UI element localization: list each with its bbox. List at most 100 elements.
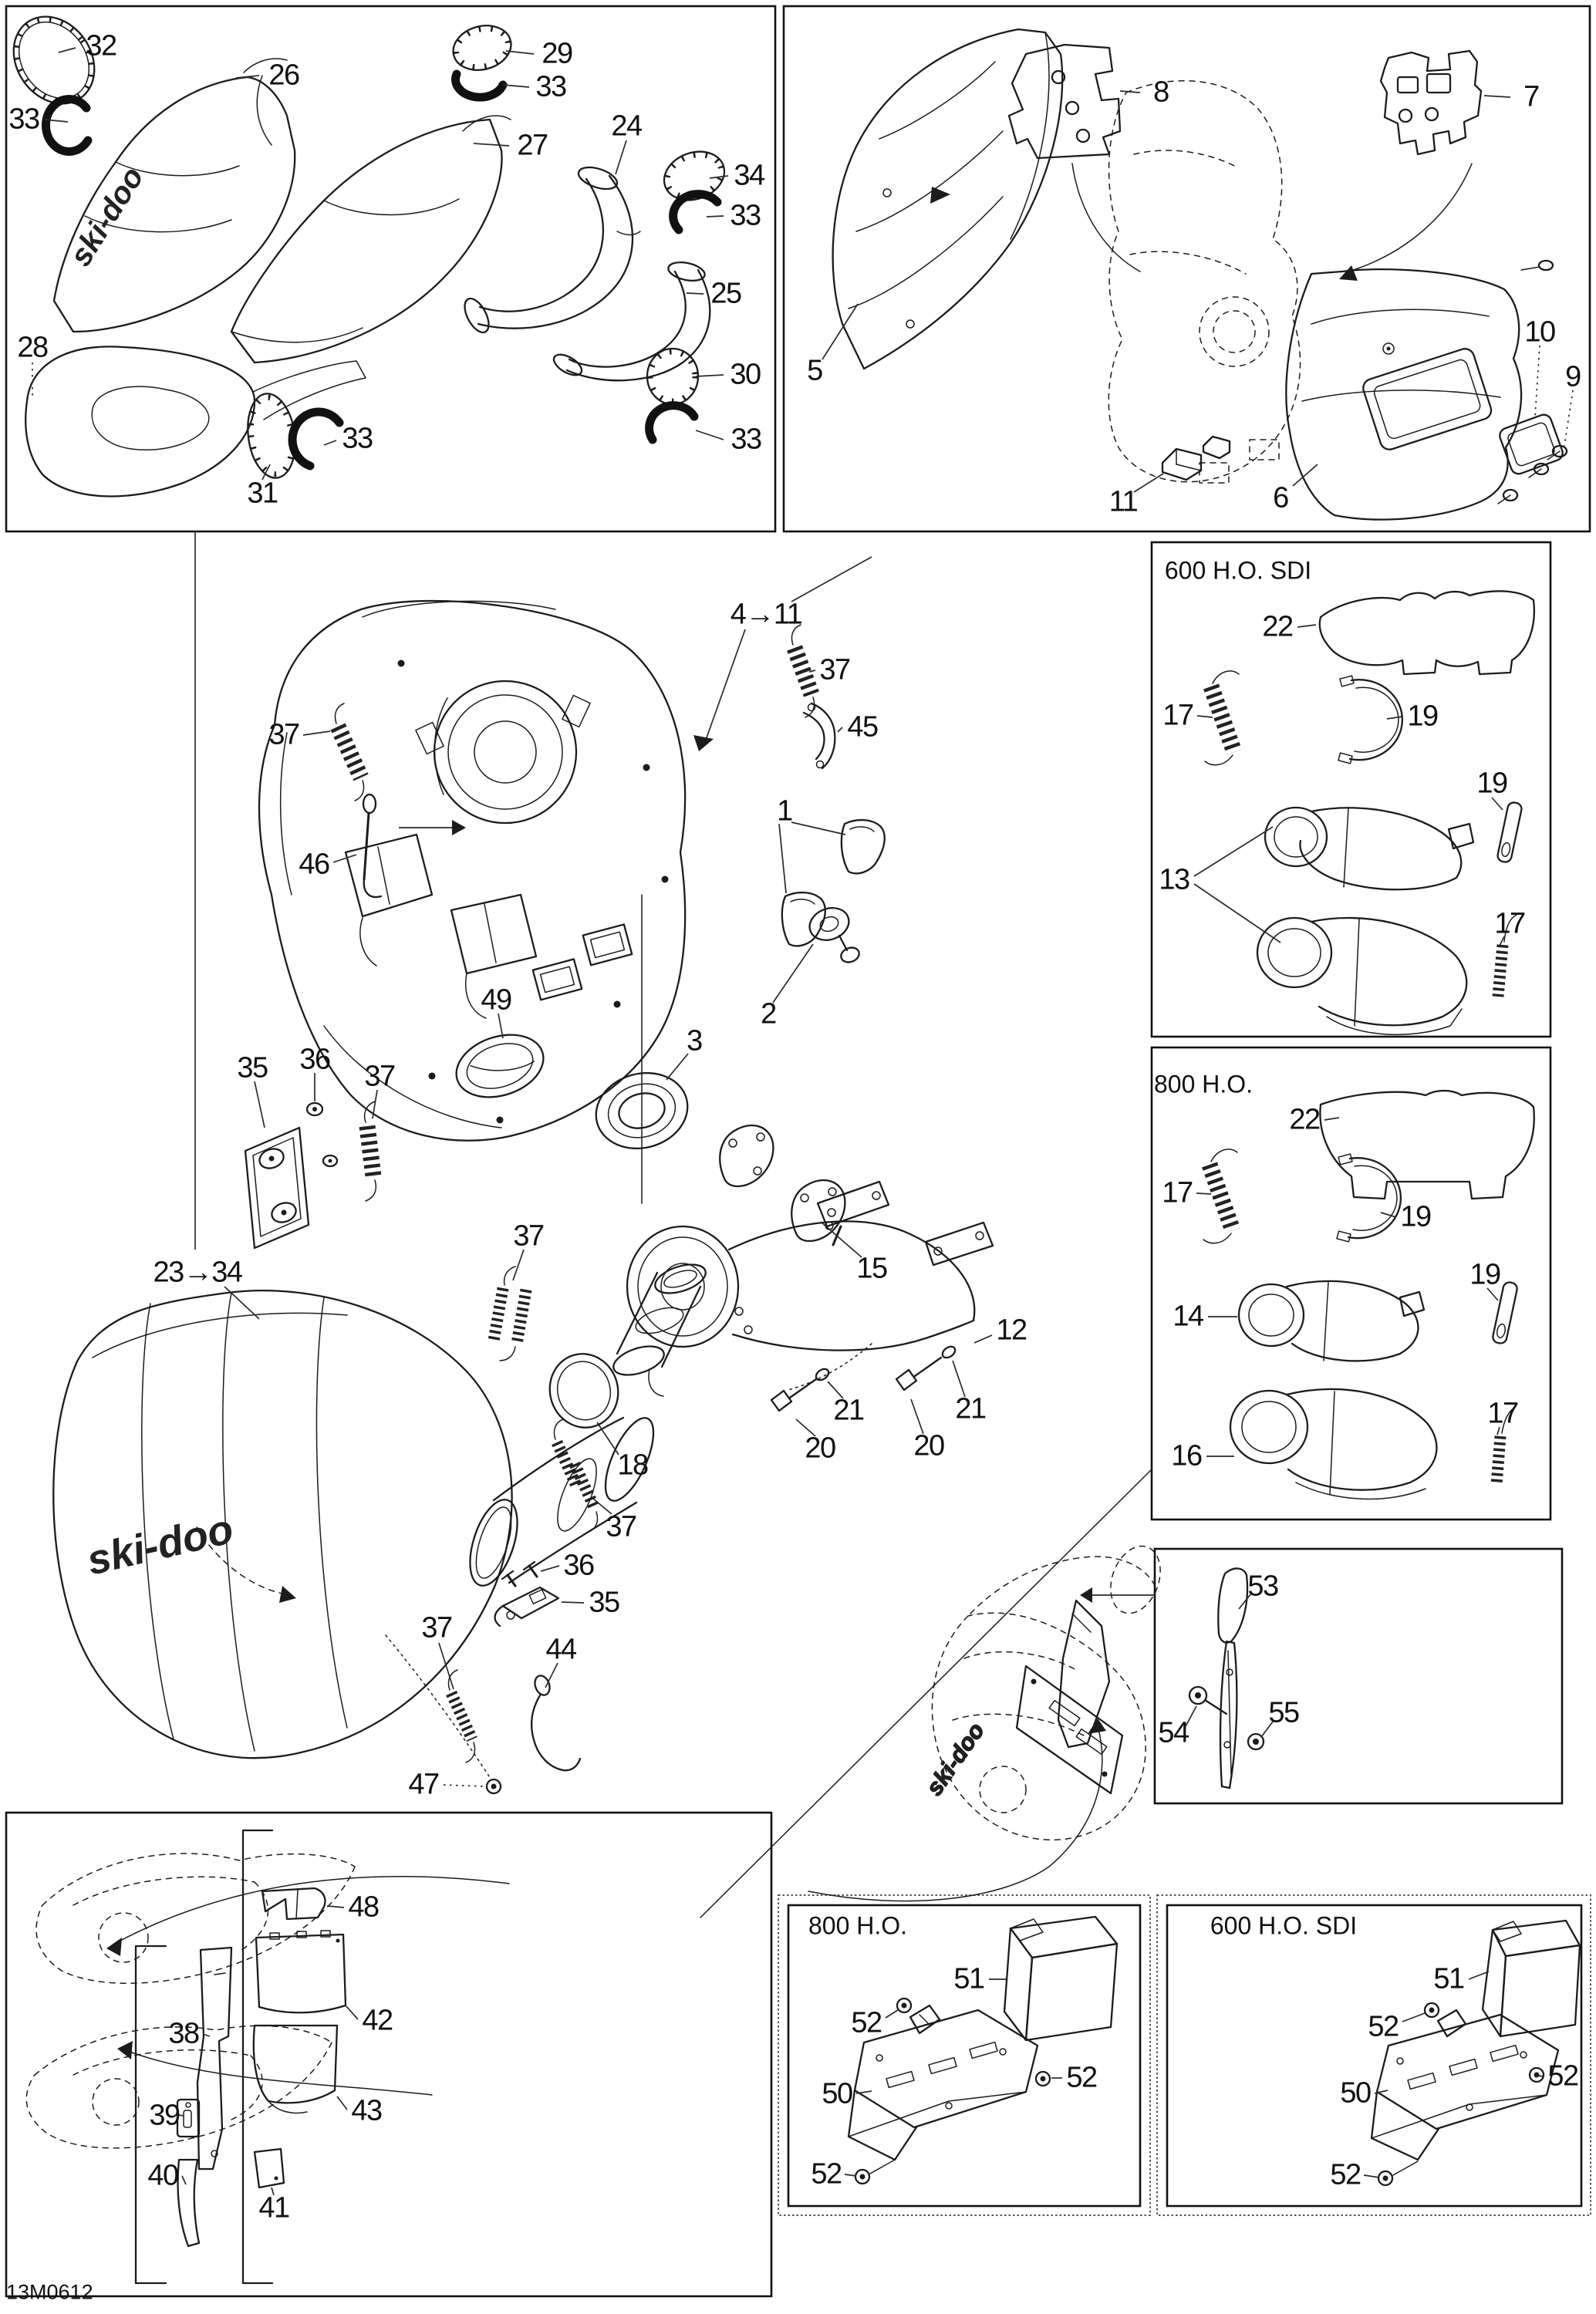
spring-37-drawing (359, 1101, 382, 1202)
side-panel-5-drawing (832, 28, 1064, 370)
part-label-13: 13 (1159, 863, 1190, 896)
hanger-hook-44-drawing (531, 1675, 582, 1772)
nut-52-drawing (1034, 2070, 1051, 2087)
spring-37-drawing (787, 624, 819, 718)
part-label-5: 5 (807, 354, 823, 387)
part-label-20: 20 (913, 1429, 945, 1462)
deflector-53-drawing (1217, 1567, 1249, 1789)
part-label-8: 8 (1153, 76, 1169, 109)
part-label-18: 18 (617, 1449, 649, 1482)
retaining-ring-19-drawing (1338, 675, 1404, 764)
part-label-12: 12 (996, 1314, 1027, 1347)
install-leader-curve (808, 1725, 1103, 1902)
foam-43-drawing (252, 2024, 339, 2114)
shield-51-drawing (1481, 1919, 1581, 2038)
part-label-29: 29 (542, 37, 573, 70)
muffler-ghost-lower-drawing: ski-doo (921, 1545, 1161, 1841)
part-label-48: 48 (348, 1891, 380, 1924)
spring-37-drawing (552, 1418, 600, 1533)
box-title-600-H.O.-SDI: 600 H.O. SDI (1210, 1911, 1358, 1940)
nut-52-drawing (1528, 2066, 1545, 2083)
leader-lines (32, 47, 1574, 2196)
part-label-21: 21 (833, 1394, 865, 1427)
part-label-33: 33 (342, 422, 373, 455)
retainer-plate-10-drawing (1499, 413, 1564, 475)
part-label-24: 24 (611, 110, 643, 143)
part-label-52: 52 (1330, 2158, 1361, 2191)
group-bracket-marks (134, 1829, 274, 2285)
part-label-45: 45 (847, 710, 879, 744)
part-label-10: 10 (1524, 315, 1556, 349)
link-strip-19-drawing (1496, 801, 1523, 863)
part-label-38: 38 (168, 2017, 200, 2050)
connector-line (700, 1469, 1152, 1918)
elbow-pipe-25-drawing (552, 261, 711, 382)
pipe-16-drawing (1229, 1388, 1438, 1500)
screws-9-drawing (1497, 259, 1568, 504)
grommet-2-drawing (808, 907, 860, 963)
manifold-12-drawing (626, 1180, 994, 1391)
part-label-52: 52 (851, 2006, 882, 2039)
part-label-52: 52 (1547, 2059, 1579, 2093)
part-label-52: 52 (1368, 2010, 1399, 2043)
part-label-44: 44 (545, 1633, 577, 1666)
pipe-set-13-drawing (1256, 806, 1475, 1036)
part-label-35: 35 (589, 1586, 620, 1619)
spacer-blocks-11-drawing (1161, 435, 1231, 481)
part-label-31: 31 (247, 477, 278, 510)
part-label-46: 46 (299, 848, 330, 881)
part-label-3: 3 (687, 1024, 703, 1057)
part-label-33: 33 (730, 199, 761, 232)
donut-gasket-3-drawing (595, 1071, 689, 1150)
part-label-27: 27 (517, 129, 548, 162)
exhaust-gasket-22-drawing (1319, 1089, 1535, 1200)
part-label-7: 7 (1523, 80, 1540, 113)
clamp-ring-18-drawing (548, 1353, 619, 1429)
part-label-37: 37 (268, 718, 300, 751)
part-label-51: 51 (953, 1962, 985, 1995)
foam-42-drawing (255, 1930, 347, 2014)
part-label-43: 43 (351, 2094, 383, 2127)
part-label-37: 37 (421, 1611, 453, 1644)
part-label-17: 17 (1162, 1176, 1193, 1209)
bolt-54-drawing (1188, 1685, 1228, 1715)
part-label-32: 32 (86, 29, 117, 62)
part-label-17: 17 (1487, 1397, 1519, 1430)
part-label-35: 35 (237, 1051, 268, 1084)
part-label-6: 6 (1273, 481, 1289, 514)
gasket-ring-49-drawing (455, 1034, 545, 1098)
part-label-33: 33 (8, 103, 40, 136)
half-clamp-33-drawing (669, 190, 722, 234)
part-label-52: 52 (811, 2157, 842, 2191)
part-label-17: 17 (1494, 907, 1526, 940)
bolt-47-drawing (485, 1778, 502, 1795)
part-label-55: 55 (1268, 1696, 1300, 1729)
skidoo-logo: ski-doo (63, 161, 150, 272)
part-label-41: 41 (258, 2191, 290, 2225)
part-label-42: 42 (362, 2004, 393, 2037)
heat-shield-28-drawing (25, 346, 366, 498)
hanger-rod-46-drawing (362, 793, 383, 899)
elbow-pipe-24-drawing (464, 166, 641, 334)
exhaust-gasket-22-drawing (1318, 590, 1535, 676)
part-label-1: 1 (777, 794, 793, 828)
pipe-14-drawing (1237, 1280, 1426, 1362)
part-label-20: 20 (805, 1432, 836, 1465)
part-label-28: 28 (17, 331, 49, 364)
part-label-47: 47 (408, 1768, 440, 1801)
part-label-37: 37 (606, 1510, 637, 1543)
nut-36-drawing (305, 1101, 339, 1168)
plate-39-drawing (176, 2098, 201, 2138)
half-clamp-33-drawing (288, 407, 344, 471)
part-label-34: 34 (734, 159, 765, 192)
part-label-49: 49 (481, 983, 512, 1017)
tuned-pipe-23-drawing: ski-doo (52, 1263, 707, 1759)
spring-17-drawing (1202, 1149, 1240, 1244)
part-label-36: 36 (299, 1043, 331, 1076)
foam-41-drawing (253, 2147, 285, 2189)
gasket-7-drawing (1339, 49, 1483, 281)
spring-37-drawing (330, 703, 369, 801)
part-label-33: 33 (535, 70, 567, 103)
hanger-guide-line (385, 1634, 491, 1779)
